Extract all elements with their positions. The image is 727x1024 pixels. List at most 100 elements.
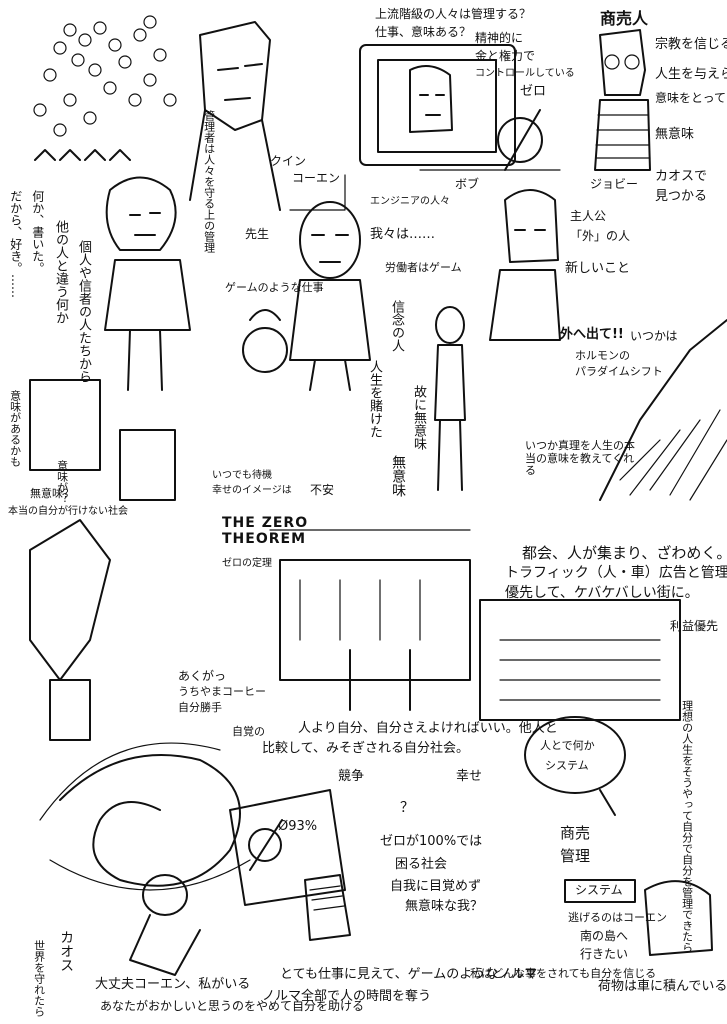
note-job: とても仕事に見えて、ゲームのようなノルマ: [280, 967, 538, 982]
note-go: 行きたい: [580, 947, 629, 961]
note-whenever: いつかは: [630, 329, 678, 343]
note-clown: クイン: [270, 154, 307, 168]
note-anxiety: あくがっ: [178, 669, 227, 683]
note-traffic: トラフィック（人・車）広告と管理: [505, 565, 727, 581]
note-outsider: 「外」の人: [570, 229, 631, 243]
note-dasou: だから、好き。……: [8, 190, 23, 298]
note-paradigm: パラダイムシフト: [575, 365, 663, 378]
note-engineer: エンジニアの人々: [370, 196, 450, 207]
note-muimi-q: 無意味な我？: [405, 899, 484, 914]
woman-right-figure: [489, 189, 561, 341]
note-life-bet: 人生を賭けた: [366, 360, 382, 438]
note-no-meaning: 無意味: [655, 127, 695, 142]
note-have-meaning: 意味をとって: [655, 91, 727, 105]
note-muimi: 故に無意味: [410, 385, 426, 450]
note-merchant: 商売人: [600, 9, 649, 28]
note-zero-theorem: THE ZERO THEOREM: [222, 515, 309, 548]
note-daijoubu: 大丈夫コーエン、私がいる: [95, 977, 251, 992]
kneeling-figure: [129, 874, 201, 976]
system-box: [564, 879, 636, 903]
monitor-phi: [229, 789, 346, 906]
note-upper-class: 上流階級の人々は管理する？: [375, 7, 532, 21]
note-qohen: コーエン: [292, 171, 341, 185]
note-we-are: 我々は……: [370, 227, 436, 242]
note-self-aware: 自我に目覚めず: [390, 879, 482, 894]
note-something: 何か、書いた。: [30, 190, 45, 274]
note-ore: あなたがおかしいと思うのをやめて自分を助ける: [100, 999, 365, 1013]
note-profit: 利益優先: [670, 619, 719, 633]
note-teacher: 先生: [245, 227, 270, 241]
note-message: 私はどんな事をされても自分を信じる: [470, 967, 657, 980]
note-zero-theorem-jp: ゼロの定理: [222, 558, 272, 569]
note-world: 世界を守れたら: [32, 940, 46, 1017]
note-work-meaning: 仕事、意味ある？: [375, 25, 472, 39]
note-religion: 宗教を信じる者は: [655, 37, 727, 52]
note-city: 都会、人が集まり、ざわめく。: [522, 544, 727, 562]
note-people-top: 人とで何か: [540, 739, 595, 752]
note-everyone: 個人や信者の人たちから: [75, 240, 91, 383]
note-fuan: 不安: [310, 483, 335, 497]
tv-monitor: [359, 44, 516, 166]
note-seek: 見つかる: [655, 189, 708, 204]
note-zero-top: ゼロ: [520, 84, 547, 99]
city-buildings: [279, 559, 681, 721]
note-joby: ジョビー: [590, 177, 639, 191]
note-waiting: いつでも待機: [212, 470, 272, 481]
note-kanri: 管理: [560, 847, 591, 865]
note-bottom-right: 荷物は車に積んでいる: [598, 979, 727, 994]
man-figure-top: [189, 21, 281, 211]
standing-woman-figure: [434, 306, 466, 491]
note-everyone2: 人より自分、自分さえよければいい。他人と: [298, 721, 558, 736]
note-shinnen: 信念の人: [388, 300, 404, 352]
vortex-swirl: [39, 742, 251, 891]
note-laborers: 労働者はゲーム: [385, 261, 462, 274]
phi-symbol-top: [497, 109, 543, 171]
note-uchiyama: うちやまコーヒー: [178, 685, 266, 698]
divider-lines: [269, 169, 561, 531]
note-protagonist: 主人公: [570, 209, 607, 223]
note-left-vert2: 意味が？: [55, 460, 69, 504]
note-system-top: システム: [545, 759, 589, 772]
note-muimi-left: 無意味？: [30, 487, 74, 500]
note-selfish: 自分勝手: [178, 701, 222, 714]
note-left-vert1: 意味があるかも: [8, 390, 22, 467]
note-money-power: 金と権力で: [475, 49, 536, 63]
note-seishin: 精神的に: [475, 31, 524, 45]
note-zero-phi: Ø93%: [278, 819, 318, 834]
woman-figure: [104, 176, 191, 391]
phone-sketch: [304, 874, 351, 941]
note-escape: 逃げるのはコーエン: [568, 911, 667, 924]
note-hormone: ホルモンの: [575, 349, 630, 362]
bald-man-figure: [289, 201, 371, 391]
note-chaos: カオスで: [655, 169, 708, 184]
note-happy: 幸せ: [456, 769, 483, 784]
note-chaos-left: カオス: [58, 930, 75, 972]
note-competition: 競争: [338, 769, 365, 784]
note-happiness: 幸せのイメージは: [212, 485, 292, 496]
note-control: コントロールしている: [475, 68, 575, 79]
circle-cluster: [33, 15, 177, 161]
note-true-meaning: いつか真理を人生の本当の意味を教えてくれる: [525, 439, 635, 478]
apple-figure: [242, 309, 288, 373]
note-system: システム: [575, 883, 623, 897]
note-life-meaning: 人生を与えられて: [655, 67, 727, 82]
note-muimi2: 無意味: [390, 455, 407, 497]
note-norma: ノルマ全部で人の時間を奪う: [262, 989, 432, 1004]
note-priority: 優先して、ケバケバしい街に。: [505, 585, 699, 601]
speech-bubble: [524, 716, 626, 816]
man-glasses-figure: [594, 29, 651, 171]
note-self: 自覚の: [232, 725, 265, 738]
dog-head-sketch: [644, 880, 713, 956]
note-business: 商売: [560, 824, 591, 842]
note-right-vert: 理想の人生をそうやって自分で自分を管理できたら: [680, 700, 694, 953]
note-bob: ボブ: [455, 177, 480, 191]
note-zero-is: ゼロが100%では: [380, 834, 483, 849]
room-sketch: [29, 379, 176, 501]
note-manager-vert: 管理者は人々を守る上の管理: [202, 110, 216, 253]
note-compare: 比較して、みそぎされる自分社会。: [262, 741, 469, 756]
note-honshin: 本当の自分が行けない社会: [8, 506, 128, 517]
note-go-out: 外へ出て!!: [560, 327, 624, 342]
note-trouble: 困る社会: [395, 857, 448, 872]
note-question: ？: [400, 800, 414, 816]
